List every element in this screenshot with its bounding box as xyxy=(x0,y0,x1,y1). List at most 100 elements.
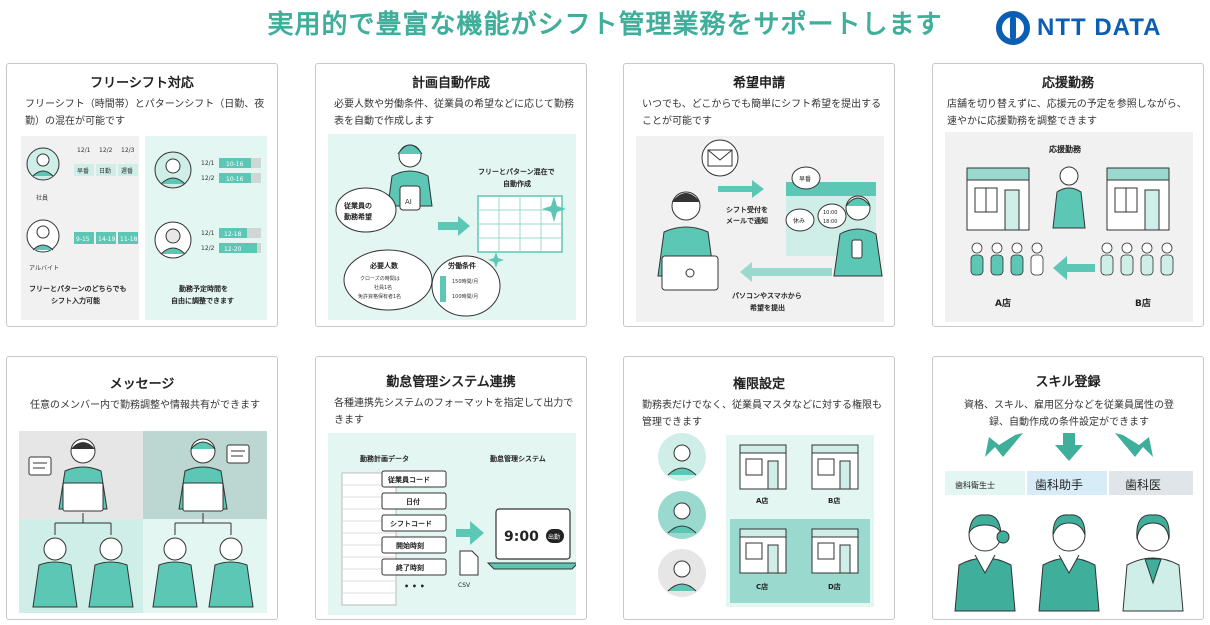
card-title: 計画自動作成 xyxy=(411,76,490,91)
svg-text:フリーとパターン混在で: フリーとパターン混在で xyxy=(478,167,555,176)
shift-request-illustration: シフト受付を メールで通知 4 早番 休み 10:00 18:00 xyxy=(636,136,884,322)
connector-lines xyxy=(54,513,232,535)
svg-text:シフト入力可能: シフト入力可能 xyxy=(51,296,100,305)
svg-text:A店: A店 xyxy=(995,297,1011,309)
svg-text:150時間/月: 150時間/月 xyxy=(452,279,478,285)
svg-text:10-16: 10-16 xyxy=(226,176,244,183)
store-b-icon xyxy=(1106,167,1170,231)
svg-text:12/1: 12/1 xyxy=(201,230,215,237)
attendance-illustration: 勤務計画データ 勤怠管理システム 従業員コード 日付 シフトコード 開始時刻 終… xyxy=(328,433,576,615)
support-work-illustration: 応援勤務 xyxy=(945,132,1193,322)
ntt-data-logo: NTT DATA xyxy=(995,10,1161,46)
svg-text:10:00: 10:00 xyxy=(823,210,837,216)
svg-text:休み: 休み xyxy=(793,217,805,225)
skill-tag: 歯科医 xyxy=(1125,478,1161,492)
manager-avatar-icon xyxy=(658,433,706,481)
store-a-icon xyxy=(966,167,1030,231)
skill-registration-illustration: 歯科衛生士 歯科助手 歯科医 xyxy=(941,433,1197,613)
free-shift-illustration: 社員 12/1 12/2 12/3 早番 日勤 遅番 アルバイト 9-15 14… xyxy=(21,136,269,322)
svg-text:12/3: 12/3 xyxy=(121,147,135,154)
card-auto-planning: 計画自動作成 必要人数や労働条件、従業員の希望などに応じて勤務表を自動で作成しま… xyxy=(315,63,587,327)
page-title: 実用的で豊富な機能がシフト管理業務をサポートします xyxy=(267,10,943,40)
export-field-list: 従業員コード 日付 シフトコード 開始時刻 終了時刻 • • • xyxy=(381,470,447,591)
dental-assistant-icon xyxy=(1038,514,1100,612)
card-title: 希望申請 xyxy=(732,76,785,91)
svg-text:メールで通知: メールで通知 xyxy=(726,216,768,225)
dentist-icon xyxy=(1122,514,1184,612)
svg-text:10-16: 10-16 xyxy=(226,161,244,168)
mail-icon xyxy=(701,139,739,177)
svg-text:12/2: 12/2 xyxy=(201,175,215,182)
svg-text:出勤: 出勤 xyxy=(548,533,560,541)
svg-text:18:00: 18:00 xyxy=(823,219,837,225)
card-description: 各種連携先システムのフォーマットを指定して出力できます xyxy=(334,398,574,426)
card-title: 勤怠管理システム連携 xyxy=(386,375,516,390)
card-message: メッセージ 任意のメンバー内で勤務調整や情報共有ができます xyxy=(6,356,278,620)
svg-text:シフト受付を: シフト受付を xyxy=(726,205,768,214)
svg-text:12/1: 12/1 xyxy=(77,147,91,154)
svg-text:12/2: 12/2 xyxy=(99,147,113,154)
svg-text:• • •: • • • xyxy=(404,582,425,591)
svg-text:B店: B店 xyxy=(1135,297,1151,309)
csv-file-icon: CSV xyxy=(458,550,479,589)
svg-text:自由に調整できます: 自由に調整できます xyxy=(171,296,234,305)
dental-hygienist-icon xyxy=(954,514,1016,612)
card-title: フリーシフト対応 xyxy=(90,76,194,91)
svg-text:従業員コード: 従業員コード xyxy=(387,475,430,484)
svg-text:自動作成: 自動作成 xyxy=(503,179,531,188)
sparkle-icon xyxy=(488,252,504,268)
card-description: 店舗を切り替えずに、応援元の予定を参照しながら、速やかに応援勤務を調整できます xyxy=(947,99,1187,127)
svg-text:11-18: 11-18 xyxy=(120,236,138,243)
svg-text:遅番: 遅番 xyxy=(121,168,133,175)
svg-text:希望を提出: 希望を提出 xyxy=(749,303,785,312)
svg-text:早番: 早番 xyxy=(77,168,89,175)
svg-text:勤務計画データ: 勤務計画データ xyxy=(360,454,409,463)
svg-text:CSV: CSV xyxy=(458,582,471,589)
card-title: メッセージ xyxy=(109,377,175,392)
permissions-illustration: A店 B店 C店 D店 xyxy=(636,431,884,613)
sparkle-icon xyxy=(542,196,566,222)
svg-text:日勤: 日勤 xyxy=(99,167,111,175)
svg-text:パソコンやスマホから: パソコンやスマホから xyxy=(732,291,802,300)
svg-text:アルバイト: アルバイト xyxy=(29,265,59,272)
svg-text:勤務予定時間を: 勤務予定時間を xyxy=(179,284,228,293)
employee-avatar-icon xyxy=(658,491,706,539)
svg-text:9-15: 9-15 xyxy=(76,236,90,243)
card-shift-request: 希望申請 いつでも、どこからでも簡単にシフト希望を提出することが可能です シフト… xyxy=(623,63,895,327)
employee-avatar-icon xyxy=(154,151,192,189)
card-description: いつでも、どこからでも簡単にシフト希望を提出することが可能です xyxy=(642,99,882,127)
staff-avatar-icon xyxy=(658,549,706,597)
store-icon xyxy=(739,444,859,574)
chat-bubble-icon xyxy=(226,444,250,464)
svg-text:AI: AI xyxy=(405,198,412,206)
skill-tag: 歯科衛生士 xyxy=(955,480,995,490)
svg-text:C店: C店 xyxy=(756,582,768,591)
svg-text:社員1名: 社員1名 xyxy=(374,284,392,291)
svg-text:労働条件: 労働条件 xyxy=(448,261,476,270)
card-attendance-integration: 勤怠管理システム連携 各種連携先システムのフォーマットを指定して出力できます 勤… xyxy=(315,356,587,620)
message-illustration xyxy=(19,431,267,613)
svg-text:14-19: 14-19 xyxy=(98,236,116,243)
person-with-laptop-icon xyxy=(178,438,228,512)
svg-text:B店: B店 xyxy=(828,496,840,505)
staff-group-icon xyxy=(970,242,1174,276)
attendance-laptop-icon: 9:00 出勤 xyxy=(486,508,576,570)
svg-text:12/1: 12/1 xyxy=(201,160,215,167)
svg-text:フリーとパターンのどちらでも: フリーとパターンのどちらでも xyxy=(29,284,126,293)
card-description: 勤務表だけでなく、従業員マスタなどに対する権限も管理できます xyxy=(642,400,882,428)
svg-text:開始時刻: 開始時刻 xyxy=(396,541,424,550)
svg-text:勤務希望: 勤務希望 xyxy=(344,212,372,221)
svg-text:必要人数: 必要人数 xyxy=(369,261,399,270)
svg-text:9:00: 9:00 xyxy=(504,529,539,545)
shift-table-icon xyxy=(477,195,563,253)
svg-text:クローズの時間は: クローズの時間は xyxy=(360,275,400,282)
svg-text:勤怠管理システム: 勤怠管理システム xyxy=(490,454,546,463)
card-description: 資格、スキル、雇用区分などを従業員属性の登録、自動作成の条件設定ができます xyxy=(964,400,1174,428)
card-description: 必要人数や労働条件、従業員の希望などに応じて勤務表を自動で作成します xyxy=(334,99,574,127)
card-title: スキル登録 xyxy=(1035,375,1101,390)
svg-text:シフトコード: シフトコード xyxy=(390,520,432,528)
svg-text:応援勤務: 応援勤務 xyxy=(1049,144,1082,154)
card-description: 任意のメンバー内で勤務調整や情報共有ができます xyxy=(30,400,260,411)
card-title: 権限設定 xyxy=(732,377,785,392)
svg-text:早番: 早番 xyxy=(799,176,811,183)
